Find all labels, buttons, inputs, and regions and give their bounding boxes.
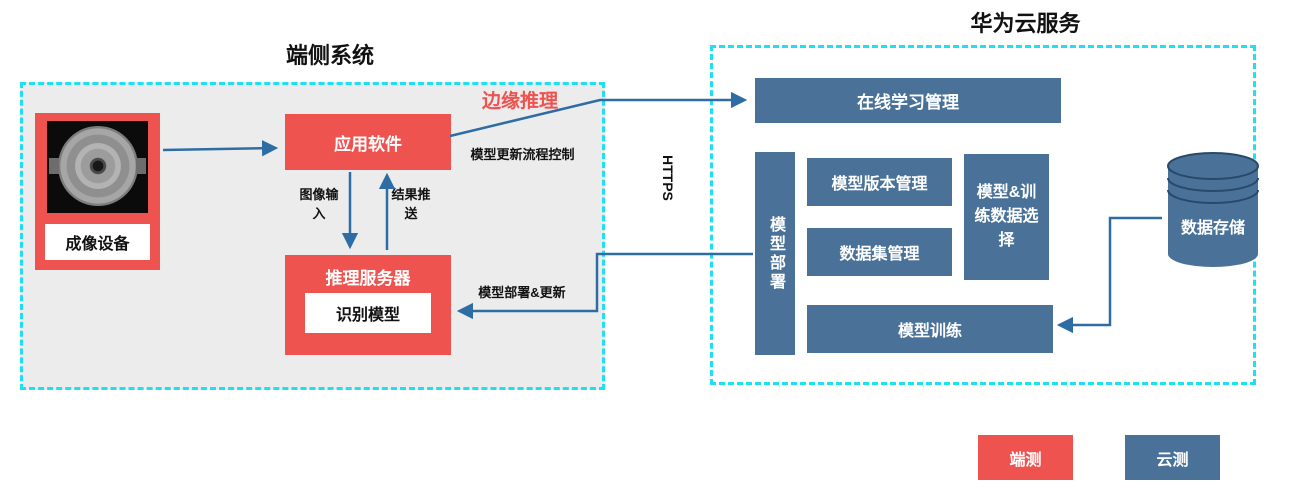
database-cylinder-icon: [1167, 152, 1259, 267]
online-learning-box: 在线学习管理: [755, 78, 1061, 123]
model-deploy-bar: 模型部署: [755, 152, 795, 355]
edge-system-title: 端侧系统: [285, 43, 374, 68]
image-input-label: 图像输入: [299, 187, 339, 221]
recognition-model-box: 识别模型: [305, 293, 431, 333]
huawei-cloud-title: 华为云服务: [970, 11, 1081, 36]
model-training-box: 模型训练: [807, 305, 1053, 353]
model-deploy-update-label: 模型部署&更新: [478, 285, 566, 300]
camera-lens-photo: [47, 121, 148, 213]
dataset-mgmt-box: 数据集管理: [807, 228, 952, 276]
model-update-flow-label: 模型更新流程控制: [470, 147, 575, 162]
result-push-label: 结果推送: [391, 187, 431, 221]
https-label: HTTPS: [660, 155, 676, 201]
lens-mount-tab-left: [49, 158, 59, 174]
edge-inference-label: 边缘推理: [481, 91, 558, 112]
camera-lens-icon: [58, 126, 138, 206]
model-training-data-box: 模型&训练数据选择: [964, 154, 1049, 280]
lens-mount-tab-right: [136, 158, 146, 174]
model-version-box: 模型版本管理: [807, 158, 952, 206]
imaging-device-label: 成像设备: [45, 224, 150, 260]
data-storage-label: 数据存储: [1180, 220, 1245, 237]
legend-cloud-box: 云测: [1125, 435, 1220, 480]
app-software-box: 应用软件: [285, 114, 451, 170]
legend-edge-box: 端测: [978, 435, 1073, 480]
